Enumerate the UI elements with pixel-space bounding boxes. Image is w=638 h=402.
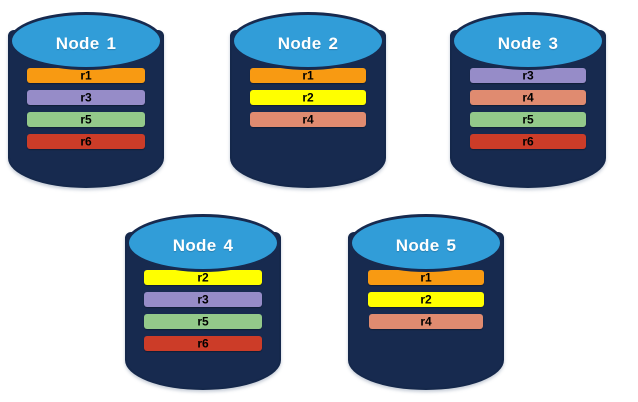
replica-label: r5 xyxy=(197,314,209,328)
replica-label: r3 xyxy=(522,68,534,82)
node-title-number: 2 xyxy=(328,34,339,53)
cylinder-top-face: Node 1 xyxy=(9,12,163,70)
node-title-number: 1 xyxy=(106,34,117,53)
replica-bar: r4 xyxy=(369,314,483,329)
replica-label: r4 xyxy=(302,112,314,126)
replica-bar: r1 xyxy=(368,270,484,285)
node-title-name: Node xyxy=(395,236,440,255)
replica-bar: r2 xyxy=(250,90,366,105)
replica-bar: r3 xyxy=(27,90,145,105)
replica-list: r3 r4 r5 r6 xyxy=(450,68,606,156)
node-cylinder-5: r1 r2 r4 Node 5 xyxy=(348,210,504,392)
cylinder-top-face: Node 5 xyxy=(349,214,503,272)
replica-bar: r4 xyxy=(250,112,366,127)
node-title: Node 4 xyxy=(173,236,233,256)
replica-bar: r6 xyxy=(27,134,145,149)
replica-label: r5 xyxy=(80,112,92,126)
replica-label: r4 xyxy=(420,314,432,328)
node-title: Node 2 xyxy=(278,34,338,54)
node-title-number: 5 xyxy=(446,236,457,255)
node-title-name: Node xyxy=(497,34,542,53)
replica-bar: r5 xyxy=(470,112,586,127)
replica-bar: r5 xyxy=(27,112,145,127)
replica-bar: r1 xyxy=(27,68,145,83)
replica-label: r4 xyxy=(522,90,534,104)
node-title: Node 3 xyxy=(498,34,558,54)
node-cylinder-3: r3 r4 r5 r6 Node 3 xyxy=(450,8,606,190)
replica-list: r1 r3 r5 r6 xyxy=(8,68,164,156)
node-title-name: Node xyxy=(55,34,100,53)
replica-bar: r6 xyxy=(470,134,586,149)
replica-bar: r3 xyxy=(470,68,586,83)
replica-bar: r1 xyxy=(250,68,366,83)
replica-bar: r4 xyxy=(470,90,586,105)
replica-list: r2 r3 r5 r6 xyxy=(125,270,281,358)
replica-bar: r2 xyxy=(144,270,262,285)
replica-label: r3 xyxy=(80,90,92,104)
replica-label: r1 xyxy=(302,68,314,82)
replica-label: r1 xyxy=(420,270,432,284)
replica-label: r2 xyxy=(420,292,432,306)
node-title-name: Node xyxy=(172,236,217,255)
node-title: Node 5 xyxy=(396,236,456,256)
replica-label: r6 xyxy=(80,134,92,148)
replica-bar: r5 xyxy=(144,314,262,329)
cylinder-top-face: Node 4 xyxy=(126,214,280,272)
replica-list: r1 r2 r4 xyxy=(230,68,386,134)
replica-label: r5 xyxy=(522,112,534,126)
node-cylinder-1: r1 r3 r5 r6 Node 1 xyxy=(8,8,164,190)
replica-label: r6 xyxy=(522,134,534,148)
cylinder-top-face: Node 3 xyxy=(451,12,605,70)
node-title: Node 1 xyxy=(56,34,116,54)
node-title-name: Node xyxy=(277,34,322,53)
replica-label: r2 xyxy=(302,90,314,104)
replica-bar: r6 xyxy=(144,336,262,351)
node-cylinder-4: r2 r3 r5 r6 Node 4 xyxy=(125,210,281,392)
replica-bar: r3 xyxy=(144,292,262,307)
replica-label: r2 xyxy=(197,270,209,284)
cylinder-top-face: Node 2 xyxy=(231,12,385,70)
node-cylinder-2: r1 r2 r4 Node 2 xyxy=(230,8,386,190)
replica-list: r1 r2 r4 xyxy=(348,270,504,336)
replica-bar: r2 xyxy=(368,292,484,307)
node-title-number: 4 xyxy=(223,236,234,255)
replica-label: r3 xyxy=(197,292,209,306)
node-title-number: 3 xyxy=(548,34,559,53)
replica-label: r1 xyxy=(80,68,92,82)
replica-label: r6 xyxy=(197,336,209,350)
